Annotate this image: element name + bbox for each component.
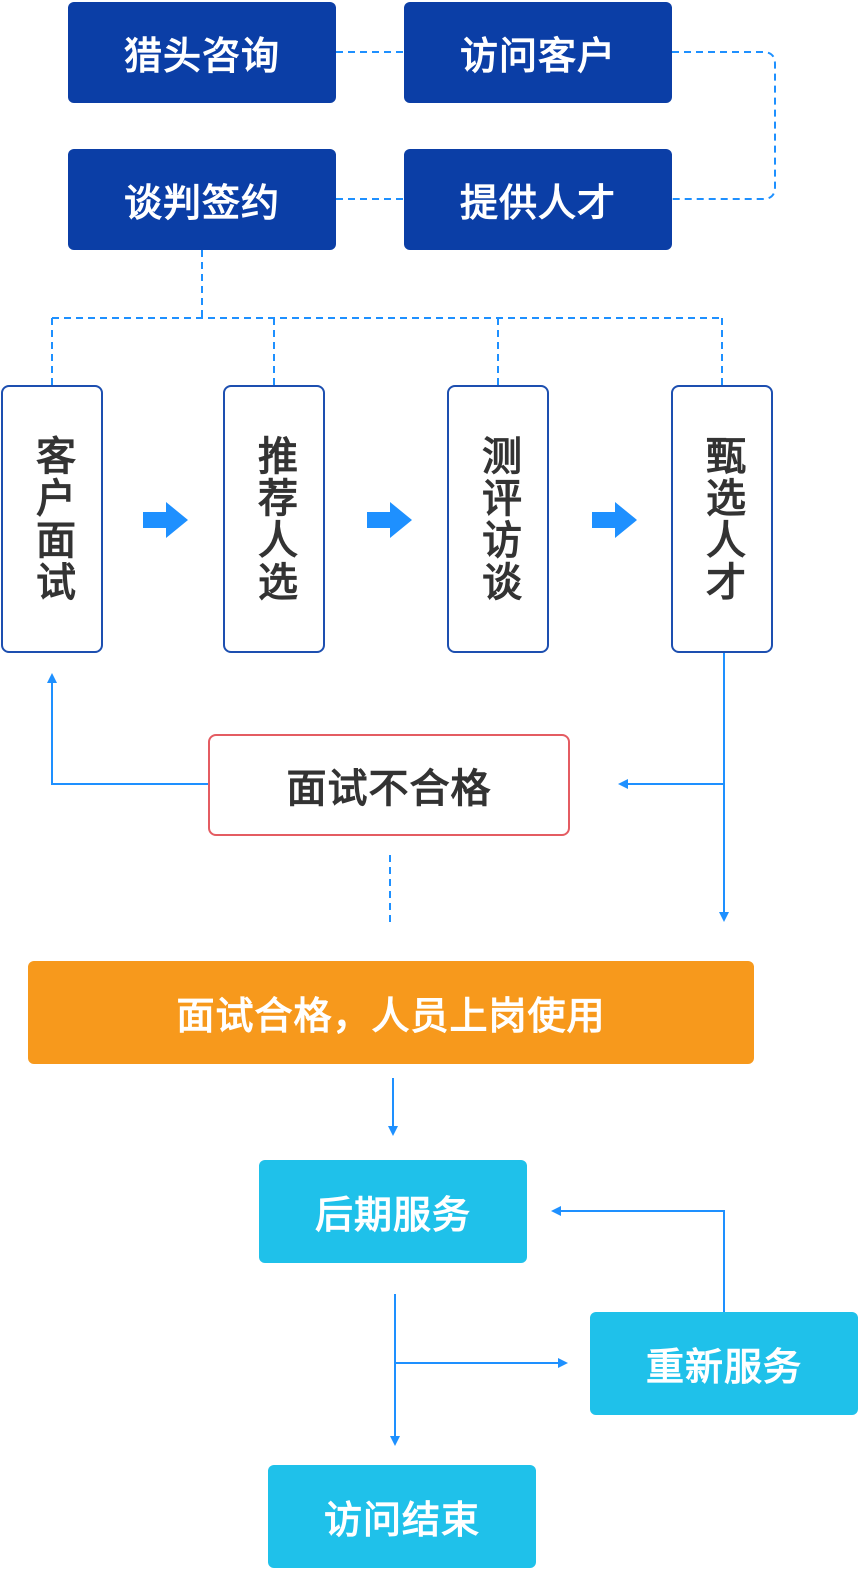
step-arrow-3 — [592, 502, 637, 538]
recommend-candidates-label: 推荐人选 — [251, 435, 297, 603]
visit-end-box: 访问结束 — [268, 1465, 536, 1568]
screen-talent-box: 甄选人才 — [671, 385, 773, 653]
re-service-box: 重新服务 — [590, 1312, 858, 1415]
screen-talent-label: 甄选人才 — [699, 435, 745, 603]
headhunter-consult-label: 猎头咨询 — [123, 34, 280, 78]
provide-talent-label: 提供人才 — [459, 181, 616, 225]
interview-passed-label: 面试合格，人员上岗使用 — [176, 994, 606, 1038]
flow-lines — [47, 652, 729, 1446]
assessment-interview-box: 测评访谈 — [447, 385, 549, 653]
recommend-candidates-box: 推荐人选 — [223, 385, 325, 653]
top-dashed-connectors — [51, 51, 776, 925]
interview-passed-box: 面试合格，人员上岗使用 — [28, 961, 754, 1064]
after-service-label: 后期服务 — [314, 1193, 471, 1237]
assessment-interview-label: 测评访谈 — [475, 435, 521, 603]
headhunter-consult-box: 猎头咨询 — [68, 2, 336, 103]
client-interview-label: 客户面试 — [29, 435, 75, 603]
step-arrows — [143, 502, 637, 538]
step-arrow-2 — [367, 502, 412, 538]
interview-failed-label: 面试不合格 — [286, 766, 492, 812]
negotiate-sign-label: 谈判签约 — [123, 181, 280, 225]
after-service-box: 后期服务 — [259, 1160, 527, 1263]
step-arrow-1 — [143, 502, 188, 538]
visit-client-label: 访问客户 — [459, 34, 616, 78]
client-interview-box: 客户面试 — [1, 385, 103, 653]
re-service-label: 重新服务 — [645, 1345, 802, 1389]
negotiate-sign-box: 谈判签约 — [68, 149, 336, 250]
provide-talent-box: 提供人才 — [404, 149, 672, 250]
interview-failed-box: 面试不合格 — [208, 734, 570, 836]
visit-client-box: 访问客户 — [404, 2, 672, 103]
visit-end-label: 访问结束 — [323, 1498, 480, 1542]
